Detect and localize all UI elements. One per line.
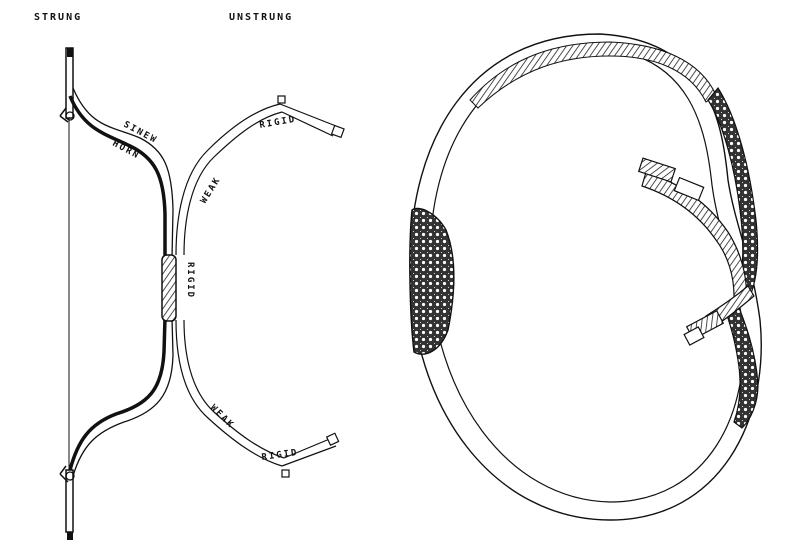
unstrung-upper-end xyxy=(332,126,344,138)
lower-limb-sinew-back xyxy=(73,318,173,476)
unstrung-lower-end xyxy=(327,433,339,445)
upper-limb-horn-belly xyxy=(70,96,165,258)
unstrung-bow xyxy=(176,96,344,477)
upper-tip-cap xyxy=(67,48,73,57)
unstrung-lower-limb-outer xyxy=(176,320,282,466)
reflexed-bow xyxy=(410,34,761,520)
lower-tip-cap xyxy=(67,532,73,540)
unstrung-upper-knob xyxy=(278,96,285,103)
label-rigid-grip: RIGID xyxy=(185,262,195,299)
bow-inner-edge xyxy=(430,48,743,502)
label-weak-lower: WEAK xyxy=(208,403,236,431)
strung-grip xyxy=(162,255,176,321)
lower-limb-horn-belly xyxy=(70,318,165,470)
unstrung-lower-limb-inner xyxy=(184,320,284,458)
top-decorated-band xyxy=(470,42,716,108)
unstrung-header: UNSTRUNG xyxy=(229,12,293,23)
label-rigid-upper-tip: RIGID xyxy=(259,115,297,131)
unstrung-lower-knob xyxy=(282,470,289,477)
strung-bow xyxy=(60,48,176,540)
bow-grip-ornamented xyxy=(410,208,454,354)
unstrung-upper-limb-inner xyxy=(184,112,282,255)
bow-outer-edge xyxy=(410,34,761,520)
strung-header: STRUNG xyxy=(34,12,82,23)
upper-tip xyxy=(66,48,73,118)
label-weak-upper: WEAK xyxy=(199,175,223,205)
right-limb-lower-decor xyxy=(724,300,758,428)
